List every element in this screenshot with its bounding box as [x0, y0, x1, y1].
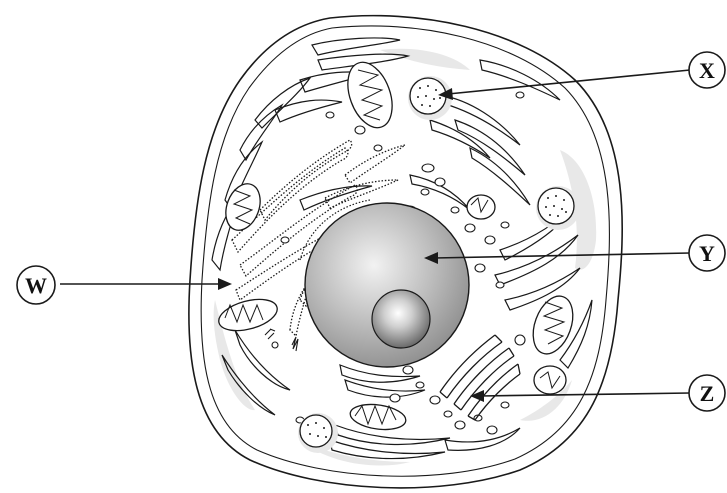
label-x: X — [689, 52, 725, 88]
label-z: Z — [689, 375, 725, 411]
label-y: Y — [689, 235, 725, 271]
label-w-text: W — [25, 273, 47, 298]
lysosome-right — [536, 186, 580, 230]
mitochondrion-small-right — [467, 195, 495, 219]
label-y-text: Y — [699, 241, 715, 266]
label-w: W — [17, 266, 55, 304]
lysosome-bottom — [298, 413, 338, 453]
mitochondrion-small-lower-right — [534, 366, 566, 394]
label-x-text: X — [699, 58, 715, 83]
nucleolus — [372, 290, 430, 348]
label-z-text: Z — [700, 381, 715, 406]
lysosome-x — [408, 76, 452, 120]
